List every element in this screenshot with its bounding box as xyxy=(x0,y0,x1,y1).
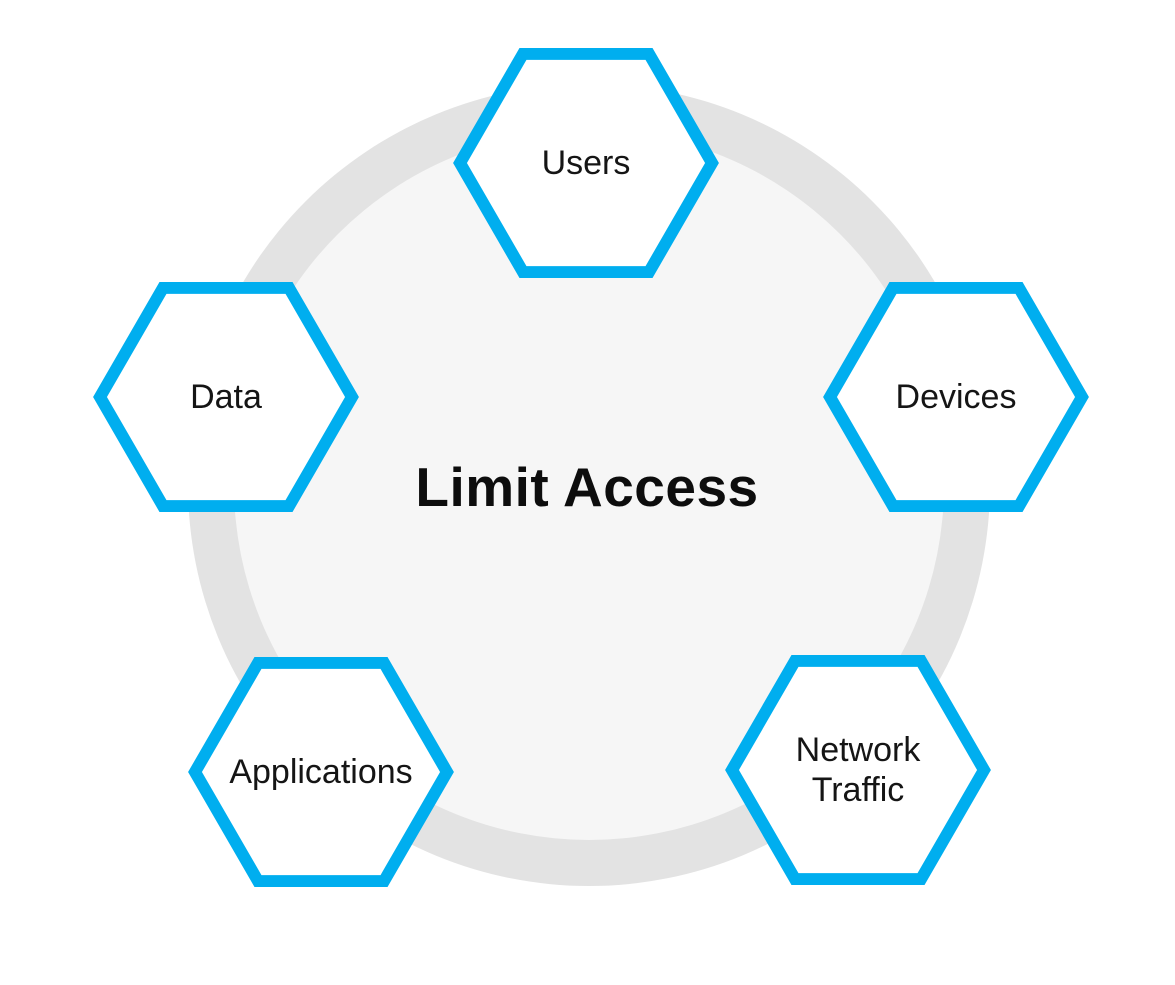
hexagon-network-traffic-label: Network Traffic xyxy=(795,731,921,809)
hexagon-applications-label: Applications xyxy=(229,753,413,791)
hexagon-users: Users xyxy=(453,48,719,278)
hexagon-network-traffic: Network Traffic xyxy=(725,655,991,885)
hexagon-devices: Devices xyxy=(823,282,1089,512)
hexagon-data: Data xyxy=(93,282,359,512)
hexagon-shape xyxy=(93,282,359,512)
hexagon-shape xyxy=(188,657,454,887)
hexagon-shape xyxy=(823,282,1089,512)
diagram-center-title: Limit Access xyxy=(415,456,759,518)
hexagon-devices-label: Devices xyxy=(895,378,1017,416)
hexagon-shape xyxy=(453,48,719,278)
hexagon-applications: Applications xyxy=(188,657,454,887)
hexagon-shape xyxy=(725,655,991,885)
hexagon-data-label: Data xyxy=(190,378,262,416)
hexagon-users-label: Users xyxy=(541,144,631,182)
